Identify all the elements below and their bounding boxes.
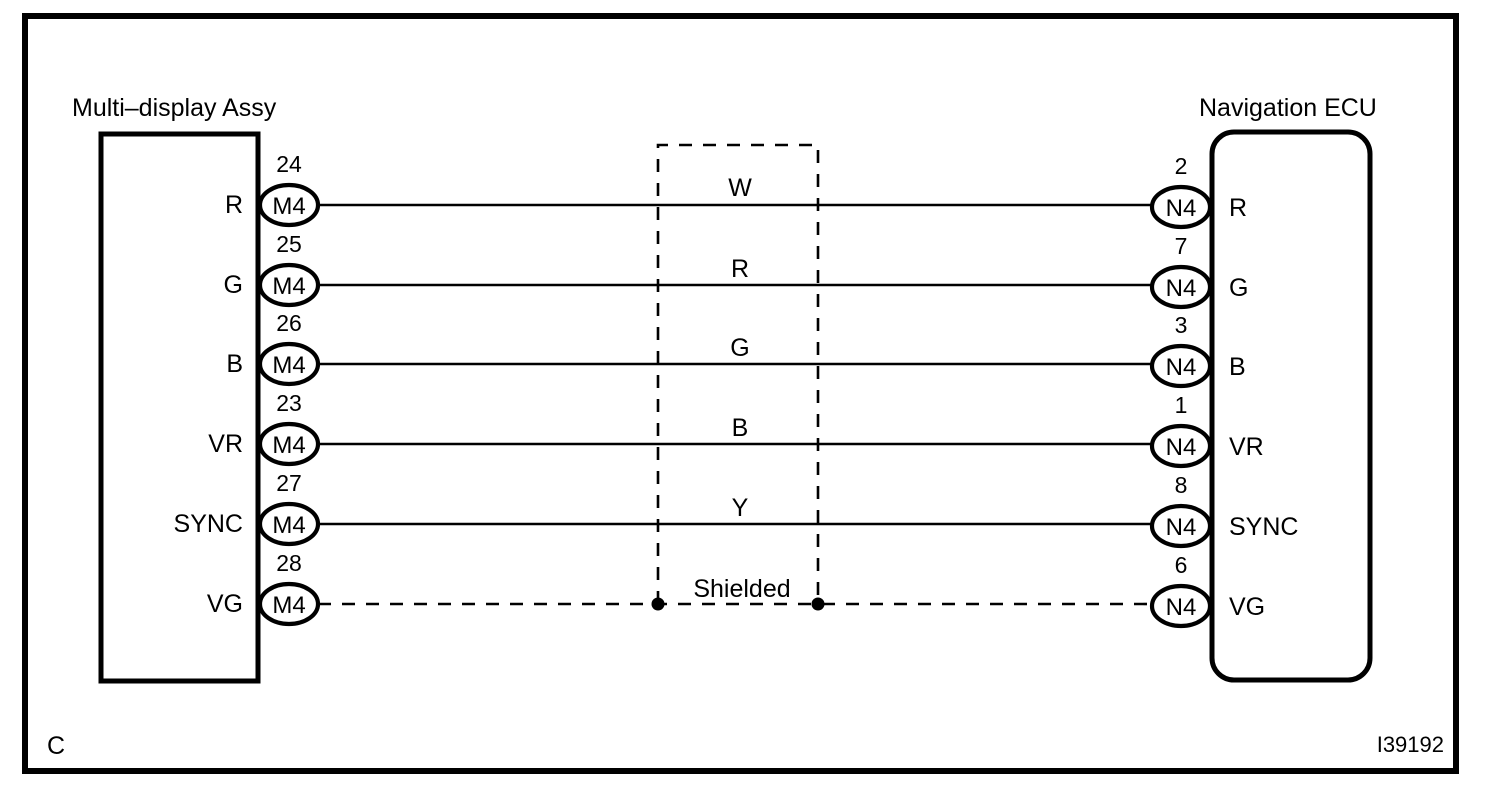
navigation-ecu-box xyxy=(1209,129,1373,683)
left-signal-label-g: G xyxy=(224,271,243,299)
left-pin-number-vr: 23 xyxy=(276,390,302,416)
shielded-label: Shielded xyxy=(693,575,790,603)
right-pin-number-g: 7 xyxy=(1175,233,1188,259)
right-connector-oval-g[interactable] xyxy=(1149,264,1213,310)
left-connector-oval-sync[interactable] xyxy=(257,501,321,547)
left-pin-number-b: 26 xyxy=(276,310,302,336)
right-signal-label-vr: VR xyxy=(1229,433,1264,461)
wire-row-vg: Shielded VG 28 M4 6 N4 VG xyxy=(207,550,1265,629)
left-signal-label-vr: VR xyxy=(208,430,243,458)
right-signal-label-vg: VG xyxy=(1229,593,1265,621)
right-connector-oval-vg[interactable] xyxy=(1149,583,1213,629)
wire-color-label-vr: B xyxy=(732,414,749,442)
right-signal-label-g: G xyxy=(1229,274,1248,302)
right-connector-oval-sync[interactable] xyxy=(1149,503,1213,549)
wire-row-r: W R 24 M4 2 N4 R xyxy=(225,151,1247,230)
wire-row-vr: B VR 23 M4 1 N4 VR xyxy=(208,390,1264,469)
right-signal-label-r: R xyxy=(1229,194,1247,222)
left-connector-code-vr: M4 xyxy=(272,432,305,459)
right-signal-label-b: B xyxy=(1229,353,1246,381)
shield-junction-dot-right xyxy=(811,597,825,611)
left-pin-number-r: 24 xyxy=(276,151,302,177)
right-connector-code-vr: N4 xyxy=(1166,434,1197,461)
left-signal-label-b: B xyxy=(226,350,243,378)
left-connector-oval-g[interactable] xyxy=(257,262,321,308)
left-connector-code-r: M4 xyxy=(272,193,305,220)
left-connector-oval-r[interactable] xyxy=(257,182,321,228)
right-connector-oval-b[interactable] xyxy=(1149,343,1213,389)
right-connector-code-r: N4 xyxy=(1166,195,1197,222)
right-connector-oval-r[interactable] xyxy=(1149,184,1213,230)
right-pin-number-vr: 1 xyxy=(1175,392,1188,418)
right-pin-number-b: 3 xyxy=(1175,312,1188,338)
left-connector-oval-vg[interactable] xyxy=(257,581,321,627)
wire-color-label-sync: Y xyxy=(732,494,749,522)
left-connector-oval-b[interactable] xyxy=(257,341,321,387)
shield-junction-dot-left xyxy=(651,597,665,611)
right-connector-code-vg: N4 xyxy=(1166,594,1197,621)
right-pin-number-r: 2 xyxy=(1175,153,1188,179)
left-connector-code-g: M4 xyxy=(272,273,305,300)
left-connector-oval-vr[interactable] xyxy=(257,421,321,467)
shield-boundary xyxy=(656,143,820,604)
multi-display-assy-box xyxy=(98,131,261,684)
left-connector-code-sync: M4 xyxy=(272,512,305,539)
wire-color-label-g: R xyxy=(731,255,749,283)
diagram-frame xyxy=(22,13,1459,774)
right-pin-number-vg: 6 xyxy=(1175,552,1188,578)
left-pin-number-sync: 27 xyxy=(276,470,302,496)
right-connector-code-b: N4 xyxy=(1166,354,1197,381)
right-connector-code-g: N4 xyxy=(1166,275,1197,302)
navigation-ecu-title: Navigation ECU xyxy=(1199,94,1377,122)
right-pin-number-sync: 8 xyxy=(1175,472,1188,498)
right-signal-label-sync: SYNC xyxy=(1229,513,1298,541)
left-pin-number-vg: 28 xyxy=(276,550,302,576)
left-connector-code-vg: M4 xyxy=(272,592,305,619)
left-signal-label-vg: VG xyxy=(207,590,243,618)
right-connector-code-sync: N4 xyxy=(1166,514,1197,541)
wire-row-g: R G 25 M4 7 N4 G xyxy=(224,231,1248,310)
multi-display-assy-title: Multi–display Assy xyxy=(72,94,277,122)
left-signal-label-sync: SYNC xyxy=(174,510,243,538)
right-connector-oval-vr[interactable] xyxy=(1149,423,1213,469)
figure-code: I39192 xyxy=(1377,732,1444,757)
corner-label: C xyxy=(47,732,65,760)
left-connector-code-b: M4 xyxy=(272,352,305,379)
wire-color-label-b: G xyxy=(730,334,749,362)
left-signal-label-r: R xyxy=(225,191,243,219)
wire-row-b: G B 26 M4 3 N4 B xyxy=(226,310,1246,389)
left-pin-number-g: 25 xyxy=(276,231,302,257)
wire-row-sync: Y SYNC 27 M4 8 N4 SYNC xyxy=(174,470,1298,549)
wire-color-label-r: W xyxy=(728,174,752,202)
